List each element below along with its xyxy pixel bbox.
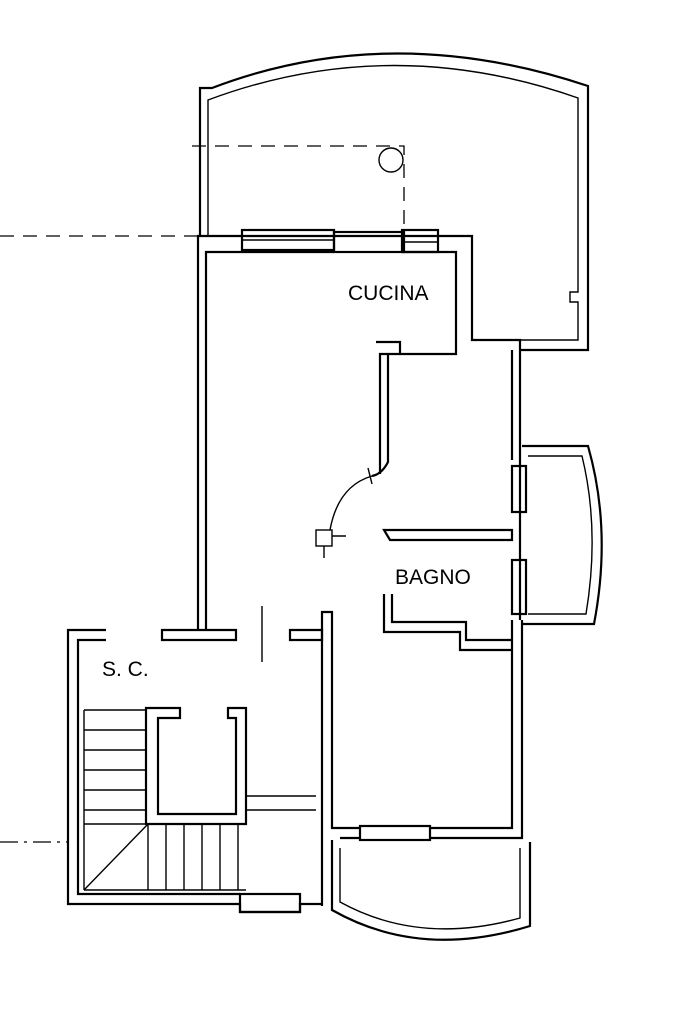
east-bay-window <box>510 444 603 626</box>
stairwell <box>66 628 324 914</box>
hall-partition <box>315 340 402 558</box>
room-label-stairwell: S. C. <box>102 658 149 681</box>
north-terrace <box>198 52 590 352</box>
column-icon <box>378 147 404 173</box>
room-label-kitchen: CUCINA <box>348 282 429 305</box>
boiler-icon <box>315 529 333 547</box>
reference-lines <box>0 145 405 843</box>
south-bay-window <box>330 824 532 941</box>
north-windows <box>240 228 440 254</box>
room-label-bathroom: BAGNO <box>395 566 471 589</box>
bathroom-walls <box>261 528 514 662</box>
